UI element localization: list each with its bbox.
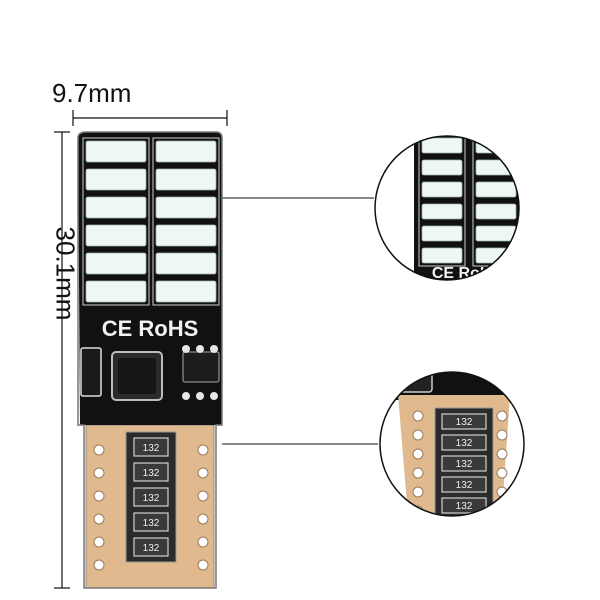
led-chip	[85, 140, 147, 163]
resistor-chip	[133, 487, 169, 507]
contact-hole	[197, 490, 209, 502]
contact-hole	[197, 536, 209, 548]
resistor-code: 132	[143, 493, 160, 504]
contact-hole	[412, 467, 424, 479]
contact-hole	[412, 429, 424, 441]
led-array	[82, 137, 220, 306]
width-dimension	[72, 110, 228, 126]
led-chip	[421, 181, 463, 198]
led-chip	[85, 168, 147, 191]
resistor-chip	[441, 476, 487, 493]
width-dimension-label: 9.7mm	[52, 78, 132, 108]
resistor-chip	[441, 455, 487, 472]
resistor-code: 132	[143, 518, 160, 529]
resistor-code: 132	[456, 480, 473, 491]
resistor-code: 132	[143, 468, 160, 479]
led-chip	[155, 168, 217, 191]
contact-hole	[93, 559, 105, 571]
contact-hole	[496, 410, 508, 422]
resistor-chip	[441, 434, 487, 451]
resistor-code: 132	[143, 543, 160, 554]
resistor-chip	[133, 462, 169, 482]
led-chip	[85, 280, 147, 303]
resistor-code: 132	[456, 501, 473, 512]
resistor-code: 132	[456, 438, 473, 449]
led-chip	[155, 140, 217, 163]
led-chip	[85, 224, 147, 247]
contact-hole	[496, 448, 508, 460]
led-chip	[421, 159, 463, 176]
resistor-chip	[133, 512, 169, 532]
contact-hole	[197, 467, 209, 479]
height-dimension	[54, 131, 70, 589]
contact-hole	[412, 448, 424, 460]
led-chip	[421, 247, 463, 264]
contact-hole	[93, 490, 105, 502]
contact-hole	[197, 513, 209, 525]
led-chip	[85, 196, 147, 219]
contact-hole	[496, 505, 508, 516]
led-chip	[421, 203, 463, 220]
zoom-view-led-array: CE RoHS	[374, 135, 520, 281]
contact-hole	[197, 559, 209, 571]
resistor-chip	[133, 437, 169, 457]
led-chip	[421, 137, 463, 154]
diode-component	[80, 347, 102, 397]
resistor-code: 132	[143, 443, 160, 454]
height-dimension-label: 30.1mm	[50, 226, 81, 321]
zoom-view-resistors: 132 132 132 132 132	[379, 371, 525, 517]
led-chip	[155, 224, 217, 247]
led-chip	[475, 225, 517, 242]
led-chip	[421, 225, 463, 242]
led-chip	[475, 203, 517, 220]
resistor-chip	[133, 537, 169, 557]
certification-mark: CE RoHS	[102, 316, 199, 341]
contact-hole	[412, 410, 424, 422]
resistor-chip	[441, 413, 487, 430]
contact-hole	[93, 513, 105, 525]
contact-hole	[93, 444, 105, 456]
led-chip	[155, 196, 217, 219]
ic-chip	[182, 351, 220, 383]
led-chip	[155, 280, 217, 303]
led-board: CE RoHS 132 132 132 132 132	[77, 131, 223, 589]
contact-hole	[496, 467, 508, 479]
contact-hole	[93, 536, 105, 548]
contact-hole	[412, 486, 424, 498]
led-chip	[85, 252, 147, 275]
led-chip	[475, 181, 517, 198]
contact-holes	[93, 444, 209, 571]
resistor-stack: 132 132 132 132 132	[133, 437, 169, 557]
led-chip	[155, 252, 217, 275]
resistor-chip	[441, 497, 487, 514]
resistor-code: 132	[456, 417, 473, 428]
contact-hole	[93, 467, 105, 479]
resistor-code: 132	[456, 459, 473, 470]
contact-hole	[197, 444, 209, 456]
contact-hole	[496, 429, 508, 441]
